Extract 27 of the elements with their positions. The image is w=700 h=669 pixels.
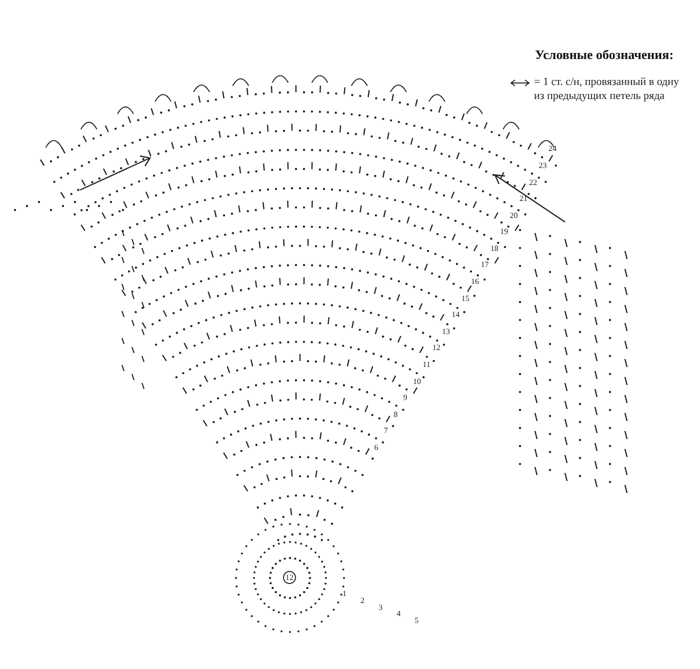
row-number: 17 (480, 261, 489, 270)
row-number: 4 (396, 610, 401, 618)
row-number: 22 (529, 178, 538, 187)
row-number: 12 (432, 344, 440, 352)
row-number: 10 (412, 378, 421, 386)
row-number: 5 (414, 616, 419, 625)
row-number: 2 (360, 597, 364, 606)
row-number: 7 (384, 427, 388, 436)
circled-number: 12 (283, 571, 296, 584)
row-number: 24 (548, 145, 556, 154)
row-number: 11 (422, 360, 430, 369)
row-number: 18 (490, 244, 498, 253)
row-number: 6 (374, 444, 378, 452)
row-number: 16 (471, 278, 480, 286)
row-number: 8 (394, 410, 398, 419)
row-number: 19 (500, 228, 508, 236)
row-number: 1 (342, 590, 346, 598)
row-number: 15 (461, 294, 470, 303)
row-number: 20 (510, 212, 518, 220)
row-number: 14 (452, 311, 460, 320)
row-number: 13 (442, 328, 450, 336)
legend-heading: Условные обозначения: (535, 48, 674, 61)
legend-text: = 1 ст. с/н, провязанный в одну из предыдущих петель ряда (534, 75, 680, 104)
row-number: 21 (519, 195, 528, 204)
row-number: 23 (538, 162, 547, 170)
row-number: 3 (378, 604, 383, 612)
row-number: 9 (403, 394, 408, 402)
